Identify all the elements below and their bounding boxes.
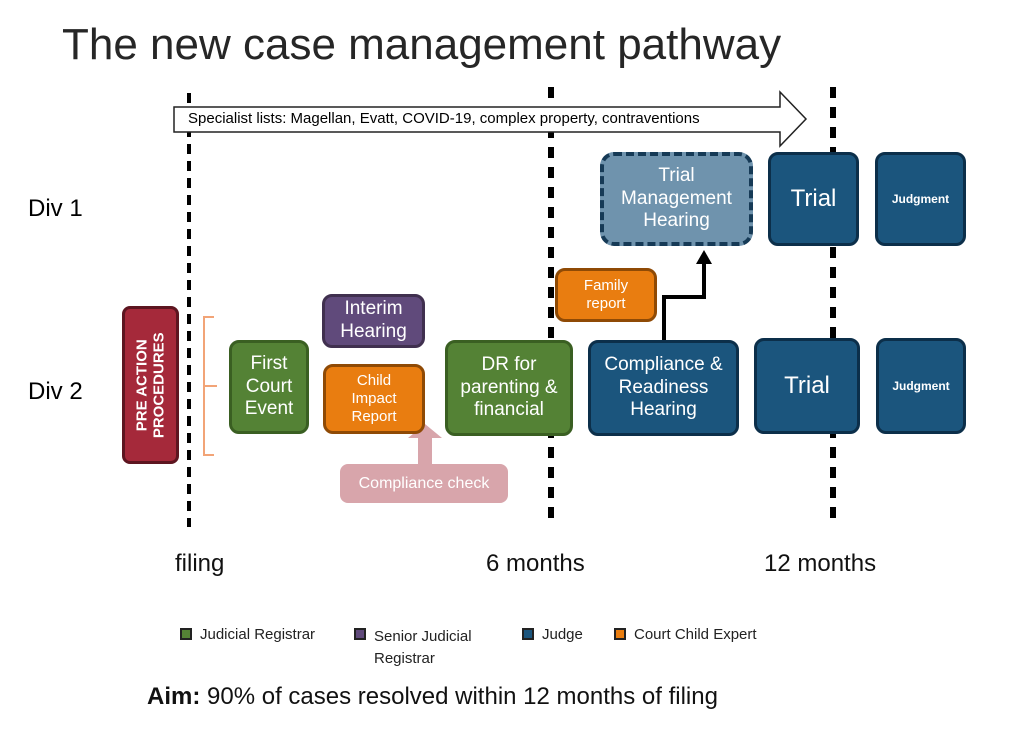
trial-management-box: Trial Management Hearing — [600, 152, 753, 246]
family-report-box: Family report — [555, 268, 657, 322]
trial-div2-box: Trial — [754, 338, 860, 434]
family-report-label: Family report — [583, 277, 629, 312]
compliance-readiness-label: Compliance & Readiness Hearing — [604, 353, 723, 421]
judgment-div2-label: Judgment — [892, 378, 950, 393]
six-months-label: 6 months — [486, 550, 585, 577]
judgment-div2-box: Judgment — [876, 338, 966, 434]
trial-management-label: Trial Management Hearing — [621, 164, 732, 232]
legend-swatch-orange — [614, 628, 626, 640]
dr-label: DR for parenting & financial — [460, 353, 558, 421]
judgment-div1-box: Judgment — [875, 152, 966, 246]
escalation-arrow — [662, 262, 706, 340]
legend-label: Court Child Expert — [634, 626, 757, 643]
interim-hearing-box: Interim Hearing — [322, 294, 425, 348]
legend-judicial-registrar: Judicial Registrar — [180, 626, 315, 643]
child-impact-report-label: Child Impact Report — [351, 372, 397, 425]
legend-court-child-expert: Court Child Expert — [614, 626, 757, 643]
trial-div1-box: Trial — [768, 152, 859, 246]
legend-label: Senior Judicial Registrar — [374, 628, 472, 667]
div1-label: Div 1 — [28, 195, 83, 222]
aim-bold: Aim: — [147, 683, 201, 710]
pre-action-label: PRE ACTION PROCEDURES — [133, 332, 168, 438]
compliance-check-arrow — [408, 424, 442, 466]
pre-action-procedures-box: PRE ACTION PROCEDURES — [122, 306, 179, 464]
aim-statement: Aim: 90% of cases resolved within 12 mon… — [147, 683, 718, 711]
compliance-readiness-box: Compliance & Readiness Hearing — [588, 340, 739, 436]
trial-div2-label: Trial — [784, 371, 830, 399]
first-court-event-label: First Court Event — [244, 352, 294, 420]
twelve-months-label: 12 months — [764, 550, 877, 577]
specialist-lists-banner: Specialist lists: Magellan, Evatt, COVID… — [188, 110, 700, 127]
trial-div1-label: Trial — [790, 184, 837, 212]
legend-label: Judicial Registrar — [200, 626, 316, 643]
filing-label: filing — [175, 550, 225, 577]
compliance-check-label: Compliance check — [358, 474, 490, 492]
dr-box: DR for parenting & financial — [445, 340, 573, 436]
page-title: The new case management pathway — [62, 20, 782, 69]
aim-text: 90% of cases resolved within 12 months o… — [200, 683, 718, 710]
legend-label: Judge — [542, 626, 583, 643]
judgment-div1-label: Judgment — [891, 191, 950, 206]
legend-swatch-purple — [354, 628, 366, 640]
legend-senior-judicial-registrar: Senior Judicial Registrar — [354, 626, 494, 670]
div2-label: Div 2 — [28, 378, 83, 405]
interim-hearing-label: Interim Hearing — [340, 298, 407, 342]
compliance-check-box: Compliance check — [340, 464, 508, 503]
child-impact-report-box: Child Impact Report — [323, 364, 425, 434]
legend-swatch-blue — [522, 628, 534, 640]
pre-action-bracket — [203, 316, 217, 456]
legend-judge: Judge — [522, 626, 583, 643]
first-court-event-box: First Court Event — [229, 340, 309, 434]
legend-swatch-green — [180, 628, 192, 640]
banner-arrow — [173, 90, 808, 148]
